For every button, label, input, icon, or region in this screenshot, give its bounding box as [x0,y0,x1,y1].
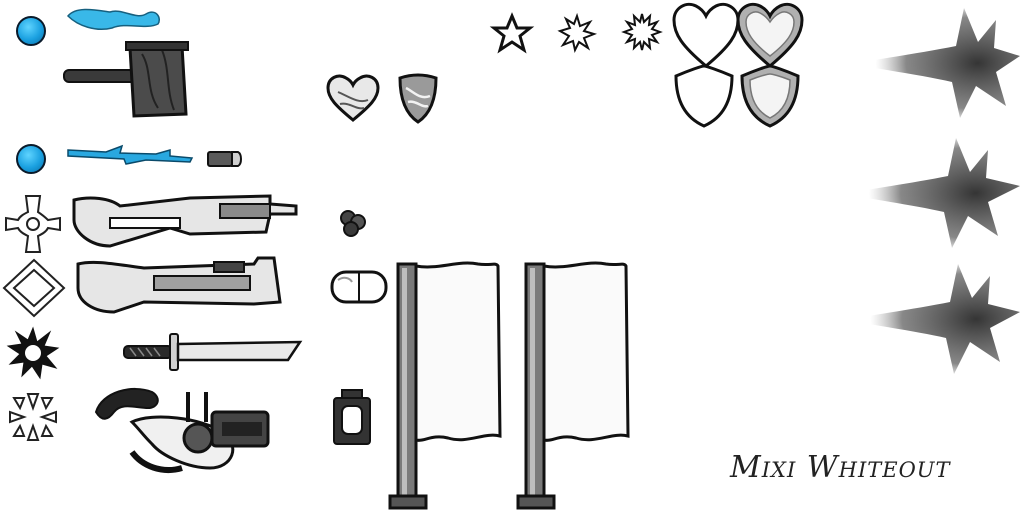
explosion-emblem-icon [6,326,60,380]
shield-silver-icon [740,64,800,128]
flag-pole-right-icon [516,261,630,510]
sniper-rifle-icon [72,194,298,248]
blue-orb-icon [16,16,46,46]
artist-credit: Mixi Whiteout [730,450,951,485]
capsule-icon [330,270,388,304]
blue-orb-icon [16,144,46,174]
heart-silver-icon [736,2,804,68]
cross-emblem-icon [5,195,61,253]
shield-outline-icon [674,64,734,128]
heart-gem-icon [326,74,380,122]
katana-icon [123,333,303,371]
diamond-emblem-icon [2,258,66,318]
star-burst-icon [557,12,598,53]
bullet-icon [207,151,242,167]
smoke-plume-icon [842,138,1020,248]
flag-pole-left-icon [388,261,502,510]
star-outline-icon [489,12,535,54]
shield-gem-icon [398,73,438,124]
chain-cannon-icon [94,387,270,473]
shotgun-icon [76,256,282,314]
wooden-hammer-icon [63,41,189,118]
battery-icon [333,389,371,445]
ice-staff-icon [67,144,194,165]
smoke-plume-icon [844,264,1020,374]
blue-smoke-trail-icon [66,8,160,30]
smoke-plume-icon [850,8,1020,118]
ring-emblem-icon [9,393,57,441]
spiky-burst-icon [621,13,663,51]
grenade-cluster-icon [340,210,366,237]
heart-outline-icon [672,2,740,68]
